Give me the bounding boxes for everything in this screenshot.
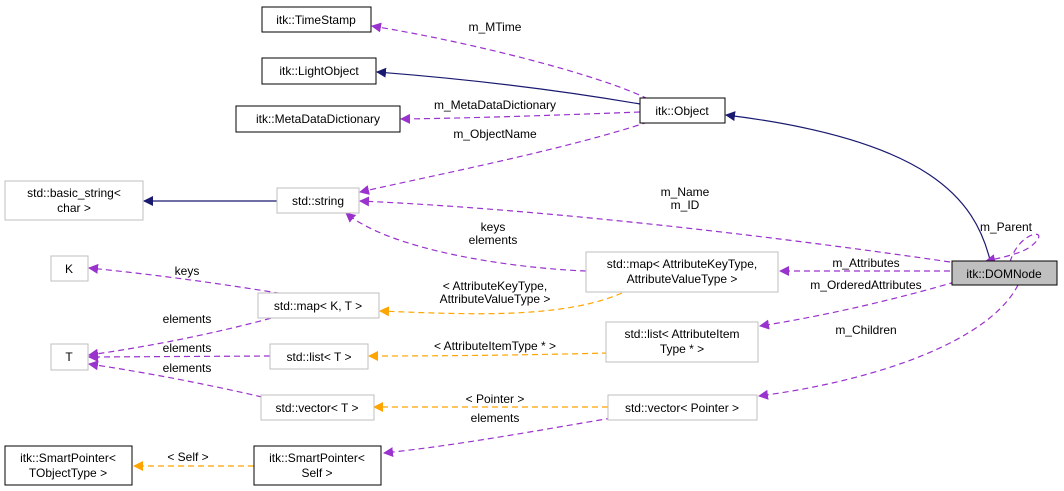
node-std-map-k-t[interactable]: std::map< K, T > <box>257 292 380 319</box>
edge-m-objectname: m_ObjectName <box>359 121 649 195</box>
edge-label-m-children: m_Children <box>835 323 896 337</box>
svg-text:std::map< AttributeKeyType,: std::map< AttributeKeyType, <box>607 257 757 271</box>
edge-tpl-list: < AttributeItemType * > <box>368 339 609 361</box>
edge-domnode-object <box>725 111 991 261</box>
edge-m-parent: m_Parent <box>980 220 1040 265</box>
edge-label-tpl-list: < AttributeItemType * > <box>434 339 556 353</box>
edge-label-m-objectname: m_ObjectName <box>453 127 537 141</box>
edge-label-tpl-map-2: AttributeValueType > <box>440 292 551 306</box>
edge-label-vector-t-elements: elements <box>163 361 212 375</box>
svg-text:char >: char > <box>57 201 91 215</box>
edge-label-tpl-smartptr: < Self > <box>167 450 208 464</box>
edge-label-map-attr-keys: keys <box>481 220 506 234</box>
node-std-list-t[interactable]: std::list< T > <box>269 343 369 370</box>
edge-vector-t-elements: elements <box>88 360 263 398</box>
svg-text:T: T <box>65 350 73 364</box>
node-std-map-attributes[interactable]: std::map< AttributeKeyType, AttributeVal… <box>585 251 779 293</box>
edge-tpl-smartptr: < Self > <box>133 450 254 471</box>
node-itk-timestamp[interactable]: itk::TimeStamp <box>261 6 372 33</box>
edge-label-m-name: m_Name <box>661 185 710 199</box>
edge-vector-ptr-elements: elements <box>383 411 613 458</box>
edge-tpl-map: < AttributeKeyType, AttributeValueType > <box>379 279 623 317</box>
node-itk-object[interactable]: itk::Object <box>639 97 726 124</box>
svg-text:std::vector< Pointer >: std::vector< Pointer > <box>625 401 739 415</box>
svg-text:Type * >: Type * > <box>660 342 704 356</box>
edge-label-m-parent: m_Parent <box>980 220 1033 234</box>
edge-map-kt-elements: elements <box>88 312 291 359</box>
svg-text:std::vector< T >: std::vector< T > <box>276 401 359 415</box>
edge-label-map-attr-elements: elements <box>469 233 518 247</box>
svg-text:itk::DOMNode: itk::DOMNode <box>966 267 1042 281</box>
node-k[interactable]: K <box>50 255 89 282</box>
svg-text:std::basic_string<: std::basic_string< <box>27 186 121 200</box>
edge-label-m-id: m_ID <box>671 198 700 212</box>
edge-label-m-mtime: m_MTime <box>469 20 522 34</box>
edge-label-map-kt-keys: keys <box>175 264 200 278</box>
node-std-basic-string[interactable]: std::basic_string< char > <box>4 180 144 221</box>
edge-label-m-attributes: m_Attributes <box>832 256 899 270</box>
svg-text:itk::TimeStamp: itk::TimeStamp <box>276 13 356 27</box>
nodes: itk::TimeStamp itk::LightObject itk::Met… <box>4 6 1058 486</box>
svg-text:std::list< AttributeItem: std::list< AttributeItem <box>624 327 739 341</box>
svg-text:itk::MetaDataDictionary: itk::MetaDataDictionary <box>256 112 380 126</box>
svg-text:std::string: std::string <box>292 194 344 208</box>
svg-text:AttributeValueType >: AttributeValueType > <box>627 272 738 286</box>
edge-m-children: m_Children <box>758 284 1019 400</box>
edge-list-t-elements: elements <box>88 341 271 362</box>
edge-m-attributes: m_Attributes <box>779 256 950 276</box>
edge-object-lightobject <box>376 67 641 105</box>
edge-label-m-orderedattributes: m_OrderedAttributes <box>810 278 921 292</box>
svg-text:itk::Object: itk::Object <box>655 104 709 118</box>
node-std-list-attributeitemtype[interactable]: std::list< AttributeItem Type * > <box>605 321 759 363</box>
svg-text:itk::SmartPointer<: itk::SmartPointer< <box>20 451 116 465</box>
edge-tpl-vector: < Pointer > <box>373 392 608 412</box>
edge-m-orderedattributes: m_OrderedAttributes <box>759 278 956 330</box>
svg-text:TObjectType >: TObjectType > <box>29 466 107 480</box>
edge-label-map-kt-elements: elements <box>163 312 212 326</box>
node-itk-smartpointer-self[interactable]: itk::SmartPointer< Self > <box>253 445 382 486</box>
svg-text:itk::LightObject: itk::LightObject <box>279 64 359 78</box>
svg-text:itk::SmartPointer<: itk::SmartPointer< <box>269 451 365 465</box>
node-std-vector-pointer[interactable]: std::vector< Pointer > <box>607 394 758 421</box>
edge-label-tpl-vector: < Pointer > <box>466 392 525 406</box>
svg-text:std::list< T >: std::list< T > <box>287 350 352 364</box>
edge-label-m-metadatadictionary: m_MetaDataDictionary <box>434 98 556 112</box>
node-itk-metadatadictionary[interactable]: itk::MetaDataDictionary <box>235 105 401 133</box>
edge-label-tpl-map-1: < AttributeKeyType, <box>443 279 547 293</box>
svg-text:std::map< K, T >: std::map< K, T > <box>274 299 362 313</box>
edge-map-attr-string: keys elements <box>345 212 587 272</box>
svg-text:Self >: Self > <box>301 466 332 480</box>
node-std-string[interactable]: std::string <box>276 187 360 214</box>
node-t[interactable]: T <box>50 343 89 371</box>
edges: m_MTime m_MetaDataDictionary m_ObjectNam… <box>88 20 1040 471</box>
node-std-vector-t[interactable]: std::vector< T > <box>260 394 375 421</box>
node-itk-domnode[interactable]: itk::DOMNode <box>951 260 1058 286</box>
edge-m-mtime: m_MTime <box>371 20 649 100</box>
edge-m-name-id: m_Name m_ID <box>359 185 951 263</box>
svg-text:K: K <box>65 262 73 276</box>
edge-map-kt-keys: keys <box>88 263 291 296</box>
edge-m-metadatadictionary: m_MetaDataDictionary <box>400 98 641 124</box>
node-itk-lightobject[interactable]: itk::LightObject <box>261 57 377 85</box>
node-itk-smartpointer-tobjecttype[interactable]: itk::SmartPointer< TObjectType > <box>4 445 133 486</box>
edge-label-list-t-elements: elements <box>163 341 212 355</box>
edge-label-vector-ptr-elements: elements <box>471 411 520 425</box>
